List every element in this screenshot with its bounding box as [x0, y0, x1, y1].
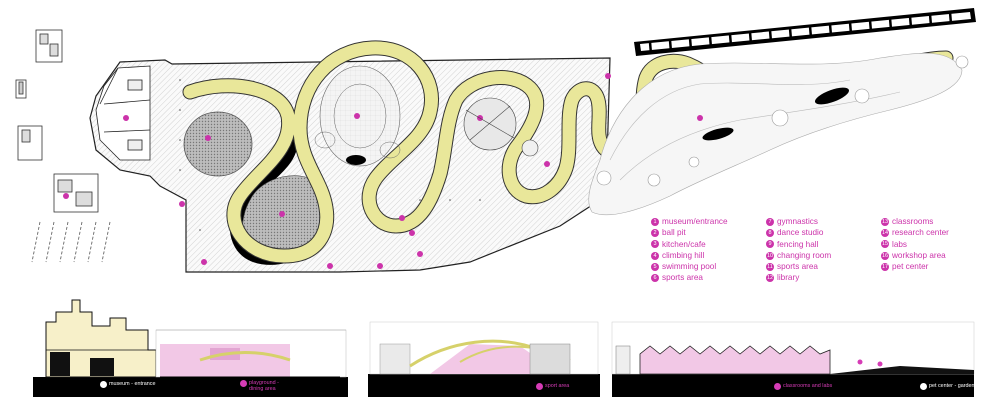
sport-icon — [536, 383, 543, 390]
section-museum-playground — [33, 299, 348, 397]
section-classrooms-garden — [611, 321, 975, 397]
museum-icon — [100, 381, 107, 388]
section-sport-area — [368, 321, 600, 397]
section-label-playground: playground -dining area — [240, 380, 279, 392]
court-lines — [314, 83, 401, 159]
greenhouse-strip — [634, 8, 976, 56]
section-label-sport: sport area — [536, 383, 569, 390]
serpentine-ramp — [182, 40, 954, 264]
section-label-pet-center: pet center - garden — [920, 383, 975, 390]
parking-lines — [31, 221, 111, 263]
pet-icon — [920, 383, 927, 390]
section-label-classrooms: classrooms and labs — [774, 383, 832, 390]
outbuildings — [15, 29, 99, 213]
pet-enclosures — [697, 87, 850, 141]
section-label-museum: museum - entrance — [100, 381, 155, 388]
playground-icon — [240, 380, 247, 387]
stage — [346, 155, 366, 165]
classroom-icon — [774, 383, 781, 390]
garden-contours — [609, 79, 901, 181]
garden-trees — [596, 55, 969, 187]
museum-wing — [95, 65, 151, 161]
ball-pit — [183, 111, 253, 177]
room-markers — [179, 73, 611, 269]
classroom-pods — [463, 97, 539, 157]
